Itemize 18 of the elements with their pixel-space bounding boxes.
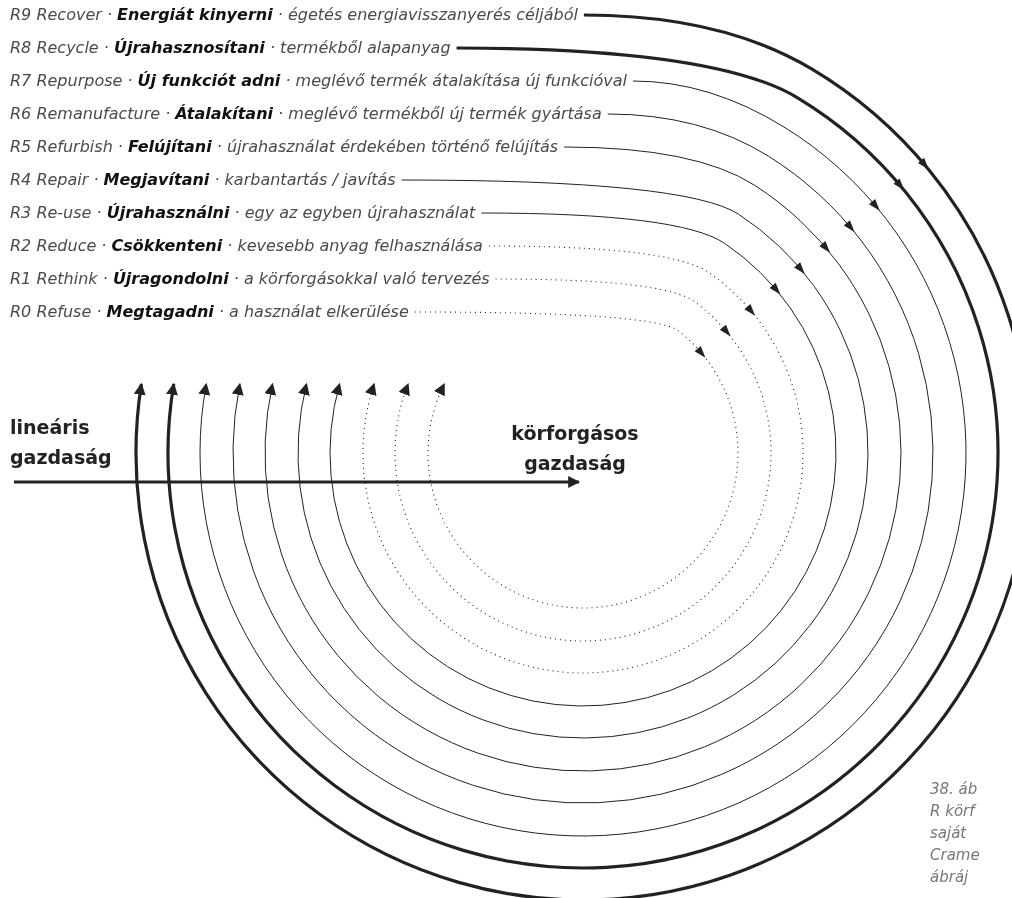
r-strategy-text: R9 Recover · Energiát kinyerni · égetés energiavisszanyerés céljából <box>10 4 578 26</box>
caption-text: Crame <box>930 845 980 866</box>
r-strategy-text: R8 Recycle · Újrahasznosítani · termékből alapanyag <box>10 37 451 59</box>
r-strategy-text: R4 Repair · Megjavítani · karbantartás / javítás <box>10 169 396 191</box>
caption-text: saját <box>930 823 967 844</box>
economy-label: lineáris gazdaság <box>10 412 140 472</box>
caption-text: R körf <box>930 801 975 822</box>
r-strategy-text: R6 Remanufacture · Átalakítani · meglévő termékből új termék gyártása <box>10 103 602 125</box>
r-strategy-text: R2 Reduce · Csökkenteni · kevesebb anyag felhasználása <box>10 235 483 257</box>
r-strategy-text: R1 Rethink · Újragondolni · a körforgásokkal való tervezés <box>10 268 490 290</box>
caption-text: ábráj <box>930 867 969 888</box>
r-strategy-text: R3 Re-use · Újrahasználni · egy az egyben újrahasználat <box>10 202 476 224</box>
economy-label: körforgásos gazdaság <box>490 418 660 478</box>
r-strategy-text: R5 Refurbish · Felújítani · újrahasználat érdekében történő felújítás <box>10 136 559 158</box>
caption-text: 38. áb <box>930 779 978 800</box>
arrow <box>14 476 581 488</box>
r-strategy-text: R0 Refuse · Megtagadni · a használat elkerülése <box>10 301 409 323</box>
r-strategy-text: R7 Repurpose · Új funkciót adni · meglévő termék átalakítása új funkcióval <box>10 70 628 92</box>
